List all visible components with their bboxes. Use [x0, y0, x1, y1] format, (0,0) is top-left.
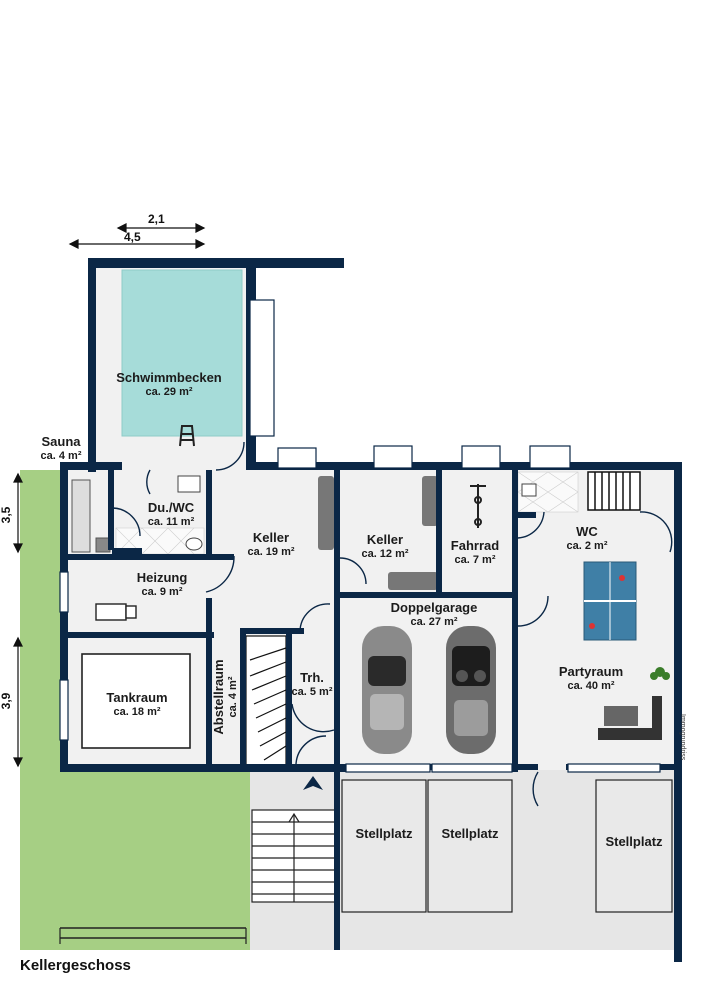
room-name: Tankraum	[106, 690, 168, 705]
parking-label-1: Stellplatz	[355, 826, 413, 841]
bicycle-icon	[470, 484, 486, 528]
room-area: ca. 12 m²	[361, 548, 409, 561]
table-tennis-icon	[583, 561, 637, 641]
brand-watermark: Immogrundriss	[679, 714, 686, 761]
garden-lawn-lower	[20, 770, 250, 950]
convertible-car-icon	[446, 626, 496, 754]
plant-icon	[650, 667, 670, 680]
swimming-pool	[121, 269, 243, 437]
room-area: ca. 7 m²	[454, 554, 496, 567]
entrance-arrow-icon	[303, 776, 323, 790]
dimension-lines	[13, 223, 206, 768]
car-icon	[362, 626, 412, 754]
room-name: Heizung	[136, 570, 188, 585]
floor-title: Kellergeschoss	[20, 957, 131, 974]
windows	[59, 299, 661, 773]
room-name: Partyraum	[558, 664, 624, 679]
room-area: ca. 18 m²	[113, 706, 161, 719]
room-area: ca. 27 m²	[410, 616, 458, 629]
room-area: ca. 19 m²	[247, 546, 295, 559]
dimension-top-short: 2,1	[148, 212, 165, 226]
room-name: Abstellraum	[211, 659, 226, 735]
stairs-spiral	[245, 635, 287, 767]
room-area: ca. 5 m²	[291, 686, 333, 699]
room-area: ca. 9 m²	[141, 586, 183, 599]
door-swings	[111, 441, 673, 807]
room-label-duwc: Du./WC ca. 11 m²	[134, 500, 208, 530]
dimension-top-long: 4,5	[124, 230, 141, 244]
room-area: ca. 29 m²	[145, 386, 193, 399]
stairs-upper	[587, 471, 641, 511]
pool-ladder-icon	[179, 425, 195, 447]
room-label-sauna: Sauna ca. 4 m²	[28, 434, 94, 464]
room-area: ca. 4 m²	[40, 450, 82, 463]
room-area: ca. 40 m²	[567, 680, 615, 693]
room-name: Keller	[366, 532, 404, 547]
room-label-partyraum: Partyraum ca. 40 m²	[548, 664, 634, 694]
sofa-icon	[598, 696, 662, 740]
room-name: Doppelgarage	[390, 600, 478, 615]
room-label-fahrrad: Fahrrad ca. 7 m²	[442, 538, 508, 568]
room-name: Sauna	[41, 434, 81, 449]
room-label-heizung: Heizung ca. 9 m²	[122, 570, 202, 600]
parking-spaces	[341, 779, 673, 913]
room-area: ca. 2 m²	[566, 540, 608, 553]
dimension-left-upper: 3,5	[0, 506, 13, 524]
room-label-doppelgarage: Doppelgarage ca. 27 m²	[372, 600, 496, 630]
room-label-treppenhaus: Trh. ca. 5 m²	[286, 670, 338, 700]
stairs-outdoor	[59, 809, 337, 944]
room-label-tankraum: Tankraum ca. 18 m²	[92, 690, 182, 720]
room-name: Du./WC	[147, 500, 195, 515]
room-label-keller-1: Keller ca. 19 m²	[236, 530, 306, 560]
room-name: WC	[576, 524, 598, 539]
room-label-wc: WC ca. 2 m²	[556, 524, 618, 554]
room-name: Fahrrad	[450, 538, 500, 553]
sauna-bench	[71, 479, 111, 553]
room-label-abstellraum: Abstellraum ca. 4 m²	[211, 651, 241, 743]
parking-label-2: Stellplatz	[441, 826, 499, 841]
wc-fixtures	[177, 475, 537, 551]
room-label-schwimmbecken: Schwimmbecken ca. 29 m²	[102, 370, 236, 400]
room-name: Trh.	[300, 670, 324, 685]
room-name: Schwimmbecken	[116, 370, 222, 385]
room-label-keller-2: Keller ca. 12 m²	[350, 532, 420, 562]
room-area: ca. 11 m²	[147, 516, 195, 529]
oil-tank	[81, 653, 191, 749]
parking-label-3: Stellplatz	[605, 834, 663, 849]
room-area: ca. 4 m²	[227, 676, 240, 718]
room-name: Keller	[252, 530, 290, 545]
dimension-left-lower: 3,9	[0, 692, 13, 710]
boiler-icon	[95, 603, 137, 621]
storage-cabinets	[318, 476, 438, 590]
